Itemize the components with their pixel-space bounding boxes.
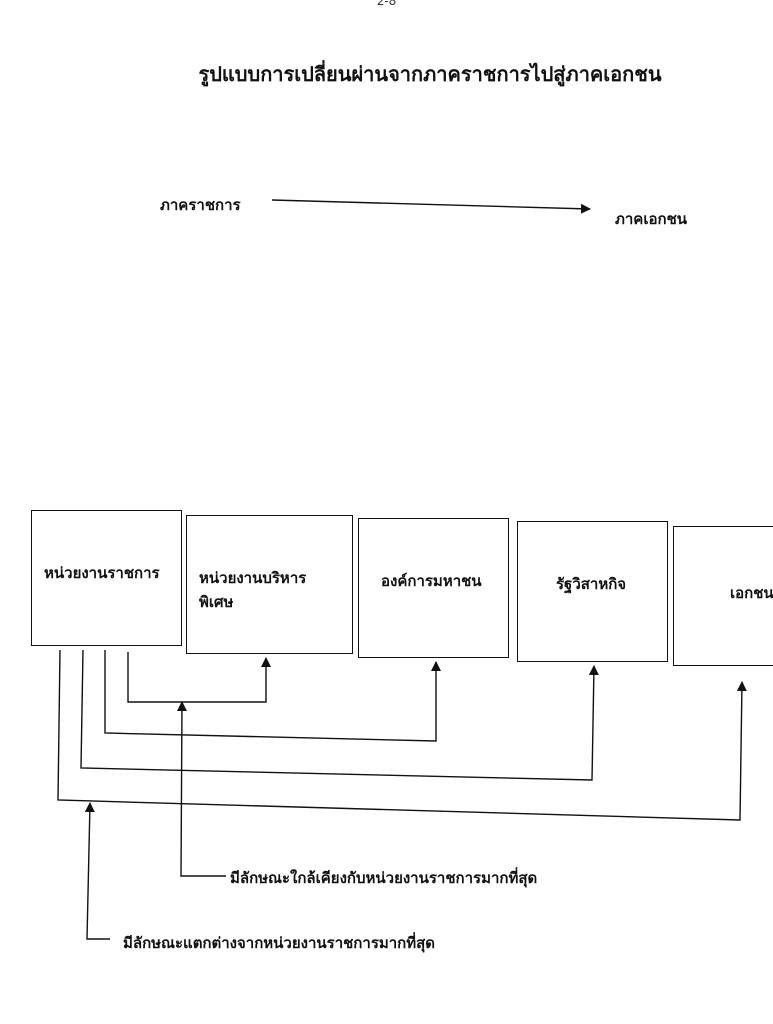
box-special-service-agency: หน่วยงานบริหารพิเศษ (186, 515, 353, 654)
note-most-different-from-government: มีลักษณะแตกต่างจากหน่วยงานราชการมากที่สุ… (123, 934, 436, 952)
box-government-agency: หน่วยงานราชการ (31, 510, 182, 646)
box-public-organization: องค์การมหาชน (358, 518, 509, 658)
spectrum-arrow (271, 199, 591, 214)
note-closest-to-government: มีลักษณะใกล้เคียงกับหน่วยงานราชการมากที่… (230, 869, 538, 887)
spectrum-end-label: ภาคเอกชน (615, 210, 687, 228)
connector-to-state-enterprise (80, 649, 599, 781)
diagram-title: รูปแบบการเปลี่ยนผ่านจากภาคราชการไปสู่ภาค… (198, 62, 662, 86)
different-note-pointer (84, 802, 110, 940)
closest-note-pointer (176, 701, 226, 877)
page-number: 2-8 (376, 0, 397, 8)
connector-to-special-agency (127, 652, 271, 703)
box-state-enterprise: รัฐวิสาหกิจ (517, 521, 668, 662)
connector-to-private-sector (57, 649, 747, 821)
connector-to-public-organization (104, 650, 441, 742)
spectrum-start-label: ภาคราชการ (160, 196, 241, 214)
box-private-sector: เอกชน (673, 526, 773, 666)
